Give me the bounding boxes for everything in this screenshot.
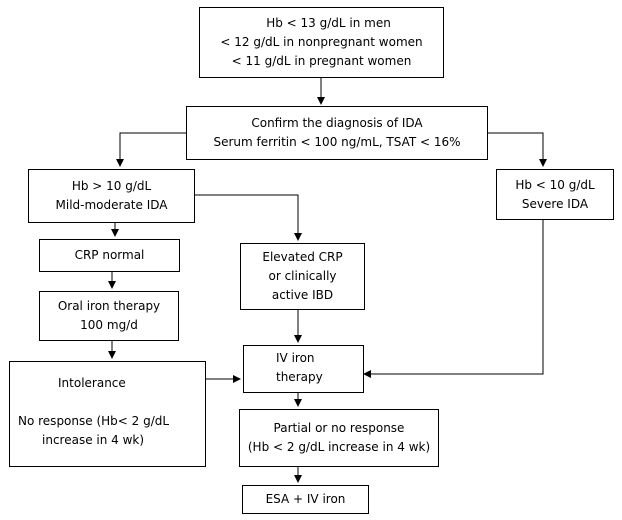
arrow-mild-to-elevated-crp bbox=[195, 194, 302, 241]
crp-normal-box: CRP normal bbox=[39, 239, 180, 272]
elevated-crp-line-2: or clinically bbox=[268, 269, 337, 283]
arrow-confirm-to-mild bbox=[116, 132, 186, 167]
severe-line-1: Hb < 10 g/dL bbox=[515, 177, 595, 192]
oral-iron-line-2: 100 mg/d bbox=[80, 318, 138, 332]
intolerance-line-2 bbox=[18, 393, 205, 412]
elevated-crp-line-1: Elevated CRP bbox=[262, 250, 343, 264]
esa-line-1: ESA + IV iron bbox=[265, 492, 346, 506]
elevated-crp-box: Elevated CRP or clinically active IBD bbox=[240, 243, 365, 310]
intolerance-line-4: increase in 4 wk) bbox=[42, 433, 145, 447]
severe-line-2: Severe IDA bbox=[521, 196, 589, 211]
partial-response-box: Partial or no response (Hb < 2 g/dL incr… bbox=[239, 409, 439, 467]
iv-iron-line-2: therapy bbox=[276, 370, 323, 384]
arrow-confirm-to-severe bbox=[488, 132, 547, 167]
oral-iron-box: Oral iron therapy 100 mg/d bbox=[39, 291, 179, 341]
mild-moderate-box: Hb > 10 g/dL Mild-moderate IDA bbox=[28, 169, 195, 223]
mild-moderate-line-1: Hb > 10 g/dL bbox=[71, 179, 152, 193]
confirm-diagnosis-box: Confirm the diagnosis of IDA Serum ferri… bbox=[186, 106, 488, 160]
crp-normal-line-1: CRP normal bbox=[74, 248, 145, 262]
iv-iron-line-1: IV iron bbox=[276, 351, 315, 365]
hb-threshold-line-3: < 11 g/dL in pregnant women bbox=[231, 54, 412, 68]
partial-response-line-1: Partial or no response bbox=[273, 421, 405, 435]
esa-box: ESA + IV iron bbox=[242, 485, 369, 514]
intolerance-box: Intolerance No response (Hb< 2 g/dL incr… bbox=[9, 361, 206, 467]
elevated-crp-line-3: active IBD bbox=[271, 288, 334, 302]
confirm-diagnosis-line-2: Serum ferritin < 100 ng/mL, TSAT < 16% bbox=[213, 135, 461, 149]
severe-box: Hb < 10 g/dL Severe IDA bbox=[496, 169, 614, 220]
intolerance-line-1: Intolerance bbox=[58, 376, 126, 390]
arrow-severe-to-iv bbox=[363, 220, 544, 378]
hb-threshold-line-1: Hb < 13 g/dL in men bbox=[266, 16, 391, 30]
partial-response-line-2: (Hb < 2 g/dL increase in 4 wk) bbox=[247, 440, 431, 454]
confirm-diagnosis-line-1: Confirm the diagnosis of IDA bbox=[251, 116, 423, 130]
oral-iron-line-1: Oral iron therapy bbox=[57, 299, 161, 313]
hb-threshold-line-2: < 12 g/dL in nonpregnant women bbox=[220, 35, 423, 49]
hb-threshold-box: Hb < 13 g/dL in men < 12 g/dL in nonpreg… bbox=[199, 7, 444, 78]
iv-iron-box: IV iron therapy bbox=[243, 345, 364, 393]
intolerance-line-3: No response (Hb< 2 g/dL bbox=[18, 414, 170, 428]
mild-moderate-line-2: Mild-moderate IDA bbox=[55, 198, 168, 212]
